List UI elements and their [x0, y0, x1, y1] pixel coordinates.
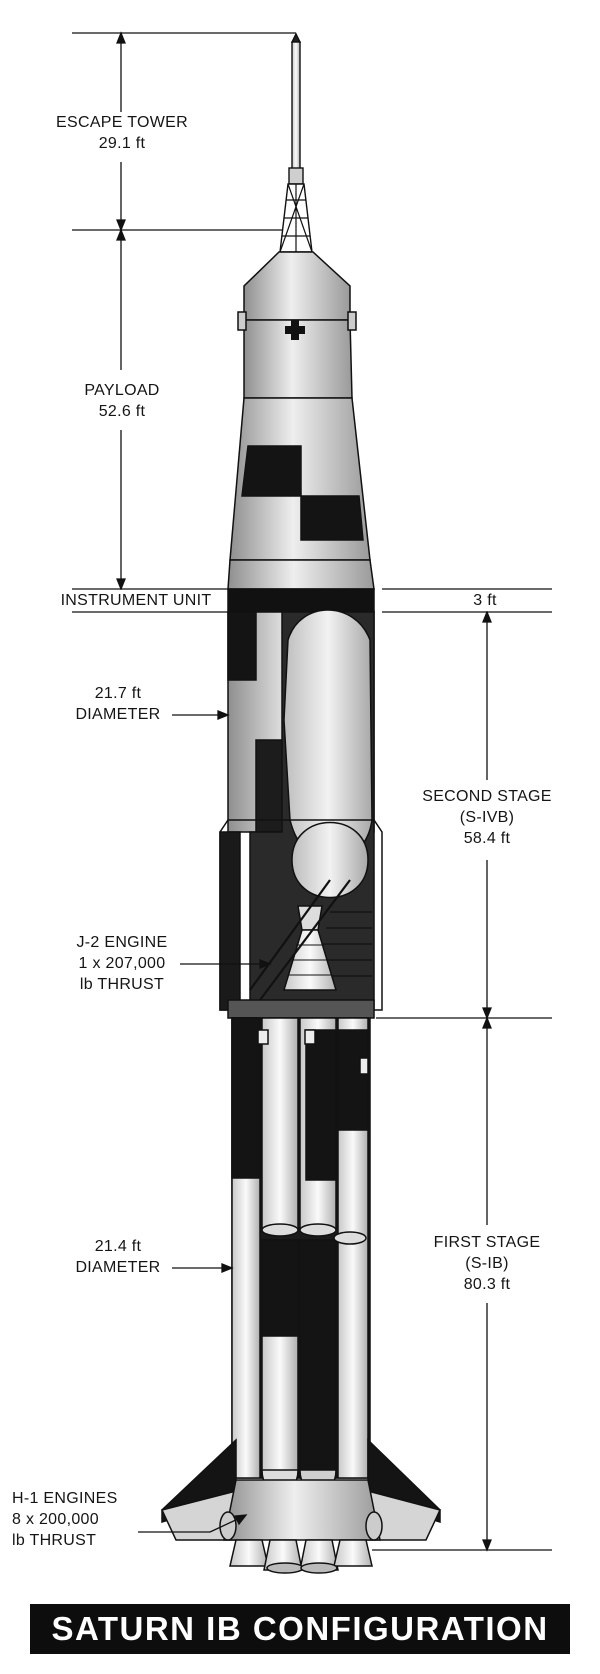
first-stage-designation: (S-IB): [465, 1255, 509, 1272]
second-stage-diameter-value: 21.7 ft: [94, 685, 142, 702]
second-stage-diameter-label: 21.7 ft DIAMETER: [66, 683, 170, 725]
first-stage-diameter-label: 21.4 ft DIAMETER: [66, 1236, 170, 1278]
second-stage-name: SECOND STAGE: [422, 788, 552, 805]
diagram-title: SATURN IB CONFIGURATION: [51, 1610, 549, 1647]
instrument-unit-name: INSTRUMENT UNIT: [60, 592, 212, 609]
second-stage-diameter-word: DIAMETER: [75, 706, 161, 723]
instrument-unit-label: INSTRUMENT UNIT: [48, 590, 224, 611]
second-stage-value: 58.4 ft: [463, 830, 511, 847]
instrument-unit-ring: [227, 588, 375, 613]
j2-engine-name: J-2 ENGINE: [76, 934, 168, 951]
left-dimension-lines: [72, 31, 296, 613]
payload-name: PAYLOAD: [84, 382, 160, 399]
second-stage: [219, 609, 383, 1019]
h1-engines-name: H-1 ENGINES: [12, 1490, 118, 1507]
first-stage-diameter-word: DIAMETER: [75, 1259, 161, 1276]
j2-engine-label: J-2 ENGINE 1 x 207,000 lb THRUST: [62, 932, 182, 995]
escape-tower-name: ESCAPE TOWER: [56, 114, 188, 131]
h1-engines-label: H-1 ENGINES 8 x 200,000 lb THRUST: [12, 1488, 134, 1551]
second-stage-designation: (S-IVB): [459, 809, 515, 826]
h1-engines-thrust: 8 x 200,000: [12, 1511, 99, 1528]
h1-engines-unit: lb THRUST: [12, 1532, 97, 1549]
first-stage-name: FIRST STAGE: [433, 1234, 541, 1251]
payload-value: 52.6 ft: [98, 403, 146, 420]
escape-tower-value: 29.1 ft: [98, 135, 146, 152]
j2-engine-thrust: 1 x 207,000: [78, 955, 166, 972]
right-dimension-lines: [372, 588, 552, 1552]
first-stage: [160, 1017, 442, 1574]
first-stage-diameter-value: 21.4 ft: [94, 1238, 142, 1255]
instrument-unit-value: 3 ft: [473, 592, 497, 609]
first-stage-value: 80.3 ft: [463, 1276, 511, 1293]
title-banner: SATURN IB CONFIGURATION: [30, 1604, 570, 1654]
escape-tower: [279, 32, 313, 253]
second-stage-label: SECOND STAGE (S-IVB) 58.4 ft: [410, 786, 564, 849]
escape-tower-label: ESCAPE TOWER 29.1 ft: [50, 112, 194, 154]
payload-label: PAYLOAD 52.6 ft: [70, 380, 174, 422]
payload-section: [227, 251, 375, 590]
j2-engine-unit: lb THRUST: [79, 976, 165, 993]
instrument-unit-height-label: 3 ft: [450, 590, 520, 611]
first-stage-label: FIRST STAGE (S-IB) 80.3 ft: [418, 1232, 556, 1295]
pointer-leaders: [138, 710, 272, 1533]
